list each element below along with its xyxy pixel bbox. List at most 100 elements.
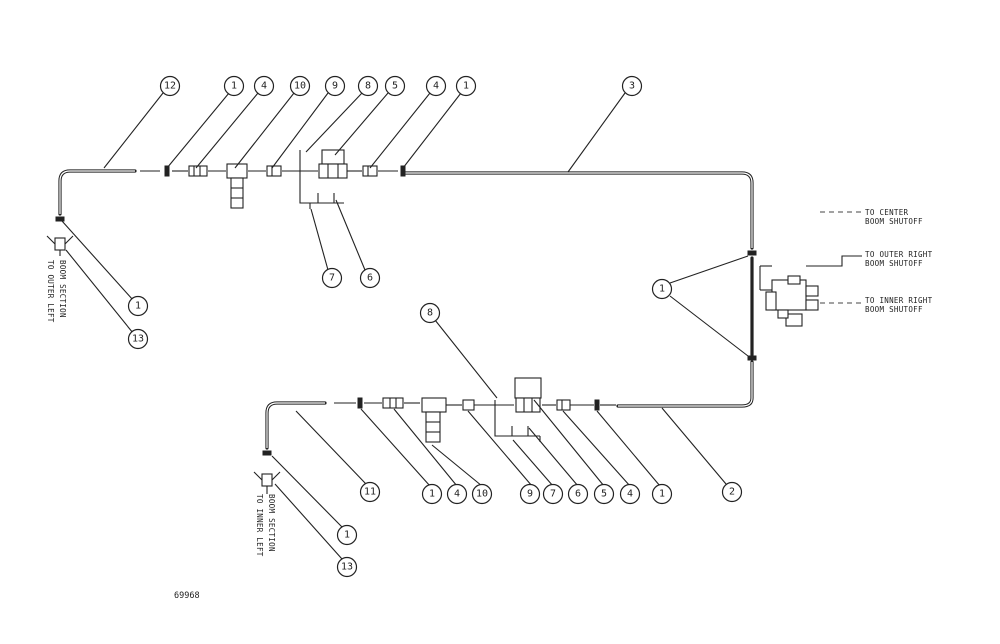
callout-bubble: 1 xyxy=(127,295,149,317)
svg-text:BOOM SHUTOFF: BOOM SHUTOFF xyxy=(865,217,923,226)
svg-text:10: 10 xyxy=(476,489,488,500)
svg-text:13: 13 xyxy=(132,334,144,345)
callout-bubble: 1 xyxy=(455,75,477,97)
callout-bubble: 4 xyxy=(425,75,447,97)
clamp-part xyxy=(400,165,406,177)
callout-bubble: 8 xyxy=(419,302,441,324)
clamp-part xyxy=(262,450,272,456)
svg-text:4: 4 xyxy=(433,81,439,92)
callout-bubble: 9 xyxy=(519,483,541,505)
svg-text:8: 8 xyxy=(427,308,433,319)
callout-bubble: 3 xyxy=(621,75,643,97)
svg-text:4: 4 xyxy=(454,489,460,500)
solenoid-valve-part xyxy=(318,149,348,179)
svg-text:TO OUTER LEFT: TO OUTER LEFT xyxy=(46,260,55,323)
clamp-part xyxy=(747,355,757,361)
svg-text:3: 3 xyxy=(629,81,635,92)
svg-text:TO CENTER: TO CENTER xyxy=(865,208,909,217)
callout-bubble: 2 xyxy=(721,481,743,503)
svg-text:BOOM SHUTOFF: BOOM SHUTOFF xyxy=(865,305,923,314)
svg-text:9: 9 xyxy=(332,81,338,92)
upper-hose-run xyxy=(46,149,754,256)
nozzle-tee-part xyxy=(253,471,281,494)
fitting-part xyxy=(382,397,404,409)
fitting-part xyxy=(556,399,571,411)
note-outer-left: TO OUTER LEFT BOOM SECTION xyxy=(46,260,67,323)
note-center: TO CENTER BOOM SHUTOFF xyxy=(865,208,923,226)
callout-bubble: 12 xyxy=(159,75,181,97)
callout-bubble: 7 xyxy=(542,483,564,505)
callout-bubble: 4 xyxy=(253,75,275,97)
figure-id: 69968 xyxy=(174,591,200,601)
callout-bubble: 5 xyxy=(384,75,406,97)
mounting-bracket xyxy=(299,150,344,204)
svg-text:13: 13 xyxy=(341,562,353,573)
callout-bubble: 4 xyxy=(619,483,641,505)
note-inner-right: TO INNER RIGHT BOOM SHUTOFF xyxy=(865,296,933,314)
svg-text:10: 10 xyxy=(294,81,306,92)
clamp-part xyxy=(55,216,65,222)
callout-bubble: 13 xyxy=(336,556,358,578)
callout-bubble: 10 xyxy=(471,483,493,505)
svg-text:2: 2 xyxy=(729,487,735,498)
svg-text:6: 6 xyxy=(367,273,373,284)
callout-bubble: 5 xyxy=(593,483,615,505)
svg-text:5: 5 xyxy=(392,81,398,92)
callout-bubble: 7 xyxy=(321,267,343,289)
svg-text:TO OUTER RIGHT: TO OUTER RIGHT xyxy=(865,250,933,259)
mounting-bracket xyxy=(494,400,540,437)
svg-text:5: 5 xyxy=(601,489,607,500)
strainer-part xyxy=(226,163,248,209)
svg-text:1: 1 xyxy=(135,301,141,312)
svg-text:6: 6 xyxy=(575,489,581,500)
callout-bubble: 6 xyxy=(567,483,589,505)
note-inner-left: TO INNER LEFT BOOM SECTION xyxy=(255,494,276,557)
lower-hose-run xyxy=(253,360,754,494)
callout-bubble: 1 xyxy=(223,75,245,97)
clamp-part xyxy=(357,397,363,409)
svg-text:BOOM SHUTOFF: BOOM SHUTOFF xyxy=(865,259,923,268)
callout-bubble: 10 xyxy=(289,75,311,97)
strainer-part xyxy=(421,397,447,443)
svg-text:4: 4 xyxy=(627,489,633,500)
callout-bubble: 11 xyxy=(359,481,381,503)
svg-text:TO INNER LEFT: TO INNER LEFT xyxy=(255,494,264,557)
svg-text:7: 7 xyxy=(329,273,335,284)
fitting-part xyxy=(462,399,475,411)
fitting-part xyxy=(362,165,378,177)
svg-text:4: 4 xyxy=(261,81,267,92)
solenoid-valve-part xyxy=(514,377,542,413)
callout-bubble: 9 xyxy=(324,75,346,97)
svg-text:1: 1 xyxy=(344,530,350,541)
callout-bubble: 4 xyxy=(446,483,468,505)
clamp-part xyxy=(747,250,757,256)
nozzle-tee-part xyxy=(46,235,74,256)
callout-bubble: 6 xyxy=(359,267,381,289)
svg-text:11: 11 xyxy=(364,487,376,498)
svg-text:TO INNER RIGHT: TO INNER RIGHT xyxy=(865,296,933,305)
fitting-part xyxy=(188,165,208,177)
svg-text:1: 1 xyxy=(231,81,237,92)
callout-bubble: 1 xyxy=(336,524,358,546)
callout-bubble: 1 xyxy=(651,483,673,505)
fitting-part xyxy=(266,165,282,177)
clamp-part xyxy=(594,399,600,411)
svg-text:1: 1 xyxy=(429,489,435,500)
note-outer-right: TO OUTER RIGHT BOOM SHUTOFF xyxy=(865,250,933,268)
clamp-part xyxy=(164,165,170,177)
svg-text:BOOM SECTION: BOOM SECTION xyxy=(58,260,67,318)
manifold-assembly xyxy=(747,211,862,361)
svg-text:8: 8 xyxy=(365,81,371,92)
svg-text:7: 7 xyxy=(550,489,556,500)
svg-text:1: 1 xyxy=(659,489,665,500)
svg-text:12: 12 xyxy=(164,81,176,92)
callout-bubble: 1 xyxy=(651,278,673,300)
svg-text:1: 1 xyxy=(463,81,469,92)
callout-bubble: 1 xyxy=(421,483,443,505)
svg-text:9: 9 xyxy=(527,489,533,500)
svg-text:1: 1 xyxy=(659,284,665,295)
leader-lines xyxy=(61,92,749,560)
svg-text:BOOM SECTION: BOOM SECTION xyxy=(267,494,276,552)
callout-bubble: 8 xyxy=(357,75,379,97)
